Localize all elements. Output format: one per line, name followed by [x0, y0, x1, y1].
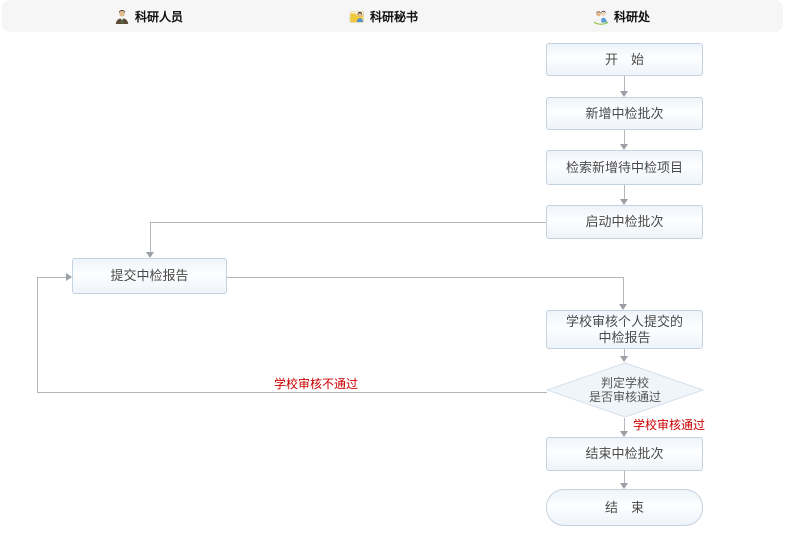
connector-reject-h [37, 392, 547, 393]
connector-launch-submit-h [150, 222, 546, 223]
lane-title-research-office-label: 科研处 [614, 10, 651, 24]
node-end-batch-label: 结束中检批次 [585, 446, 664, 461]
node-decision-line1: 判定学校 [600, 376, 649, 390]
node-search-projects-label: 检索新增待中检项目 [565, 159, 683, 175]
node-start-label: 开 始 [604, 51, 644, 67]
researcher-icon [114, 9, 130, 25]
node-end-label: 结 束 [604, 499, 644, 515]
connector-search-launch [624, 185, 625, 199]
connector-decision-endbatch [624, 418, 625, 431]
connector-submit-review-h [227, 277, 623, 278]
lane-title-secretary: 科研秘书 [349, 8, 418, 25]
node-submit-report-label: 提交中检报告 [110, 268, 189, 283]
connector-endbatch-end [624, 471, 625, 483]
node-add-batch: 新增中检批次 [546, 97, 703, 130]
arrowhead-addbatch-search [620, 144, 628, 150]
lane-title-researcher-label: 科研人员 [135, 10, 184, 24]
arrowhead-start-addbatch [620, 91, 628, 97]
node-school-review-line2: 中检报告 [598, 329, 651, 345]
edge-label-school-approve: 学校审核通过 [633, 418, 706, 432]
node-launch-batch: 启动中检批次 [546, 205, 703, 239]
lane-header-bar: 科研人员 科研秘书 [2, 0, 783, 32]
arrowhead-review-decision [620, 356, 628, 362]
arrowhead-search-launch [620, 199, 628, 205]
secretary-icon [349, 9, 365, 25]
connector-addbatch-search [624, 130, 625, 144]
node-end-batch: 结束中检批次 [546, 437, 703, 471]
node-add-batch-label: 新增中检批次 [585, 105, 664, 121]
node-school-review: 学校审核个人提交的 中检报告 [546, 310, 703, 349]
connector-submit-review-v [623, 277, 624, 304]
node-search-projects: 检索新增待中检项目 [546, 150, 703, 185]
node-start: 开 始 [546, 43, 703, 76]
connector-start-addbatch [624, 76, 625, 91]
lane-title-secretary-label: 科研秘书 [370, 10, 419, 24]
edge-label-school-reject: 学校审核不通过 [274, 377, 359, 391]
decision-diamond-shape [545, 362, 705, 418]
node-decision: 判定学校 是否审核通过 [545, 362, 705, 418]
connector-reject-v [37, 277, 38, 392]
lane-title-research-office: 科研处 [593, 8, 650, 25]
node-launch-batch-label: 启动中检批次 [585, 214, 664, 229]
arrowhead-launch-submit [146, 252, 154, 258]
arrowhead-reject-submit [66, 273, 72, 281]
lane-title-researcher: 科研人员 [114, 8, 183, 25]
connector-launch-submit-v [150, 222, 151, 252]
research-office-icon [593, 9, 609, 25]
node-decision-line2: 是否审核通过 [588, 390, 661, 404]
node-end: 结 束 [546, 489, 703, 526]
node-submit-report: 提交中检报告 [72, 258, 227, 294]
arrowhead-endbatch-end [620, 483, 628, 489]
arrowhead-submit-review [619, 304, 627, 310]
node-school-review-line1: 学校审核个人提交的 [565, 313, 683, 329]
arrowhead-decision-endbatch [620, 431, 628, 437]
connector-reject-return-h [37, 277, 66, 278]
connector-review-decision [624, 349, 625, 356]
node-decision-label: 判定学校 是否审核通过 [546, 376, 704, 404]
